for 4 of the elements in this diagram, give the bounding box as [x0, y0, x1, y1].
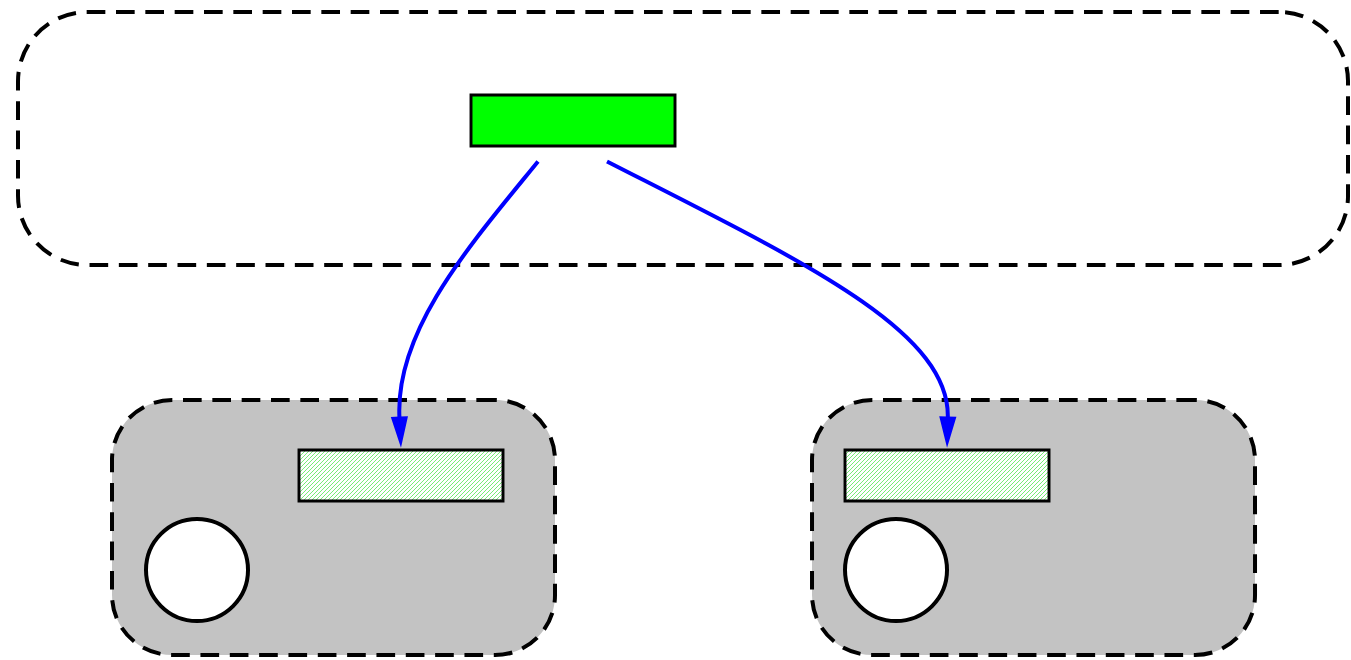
circle-node — [843, 517, 949, 623]
block — [469, 93, 677, 148]
group-frame — [16, 10, 1350, 267]
circle-node — [144, 517, 250, 623]
